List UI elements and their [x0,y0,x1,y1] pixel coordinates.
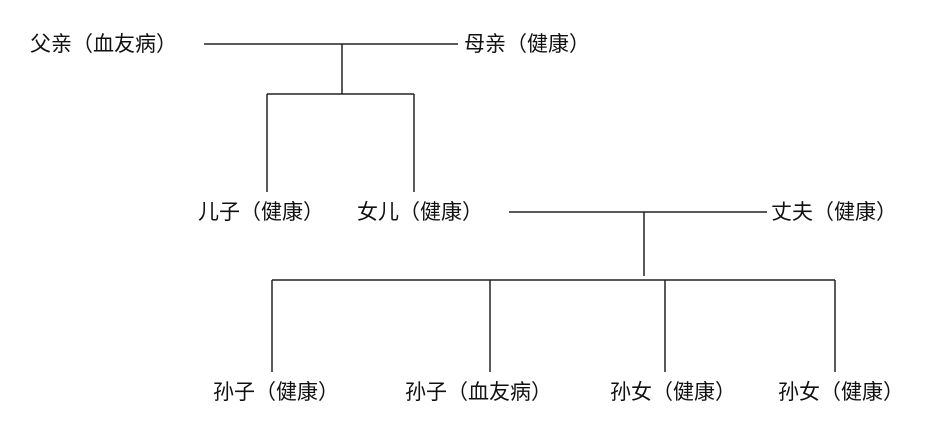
node-father: 父亲（血友病） [30,32,177,56]
node-grandson-healthy: 孙子（健康） [213,380,339,404]
node-grandson-hemophilia: 孙子（血友病） [405,380,552,404]
node-husband: 丈夫（健康） [771,200,897,224]
node-daughter: 女儿（健康） [357,200,483,224]
node-son: 儿子（健康） [198,200,324,224]
node-mother: 母亲（健康） [464,32,590,56]
node-granddaughter-healthy-1: 孙女（健康） [610,380,736,404]
node-granddaughter-healthy-2: 孙女（健康） [778,380,904,404]
